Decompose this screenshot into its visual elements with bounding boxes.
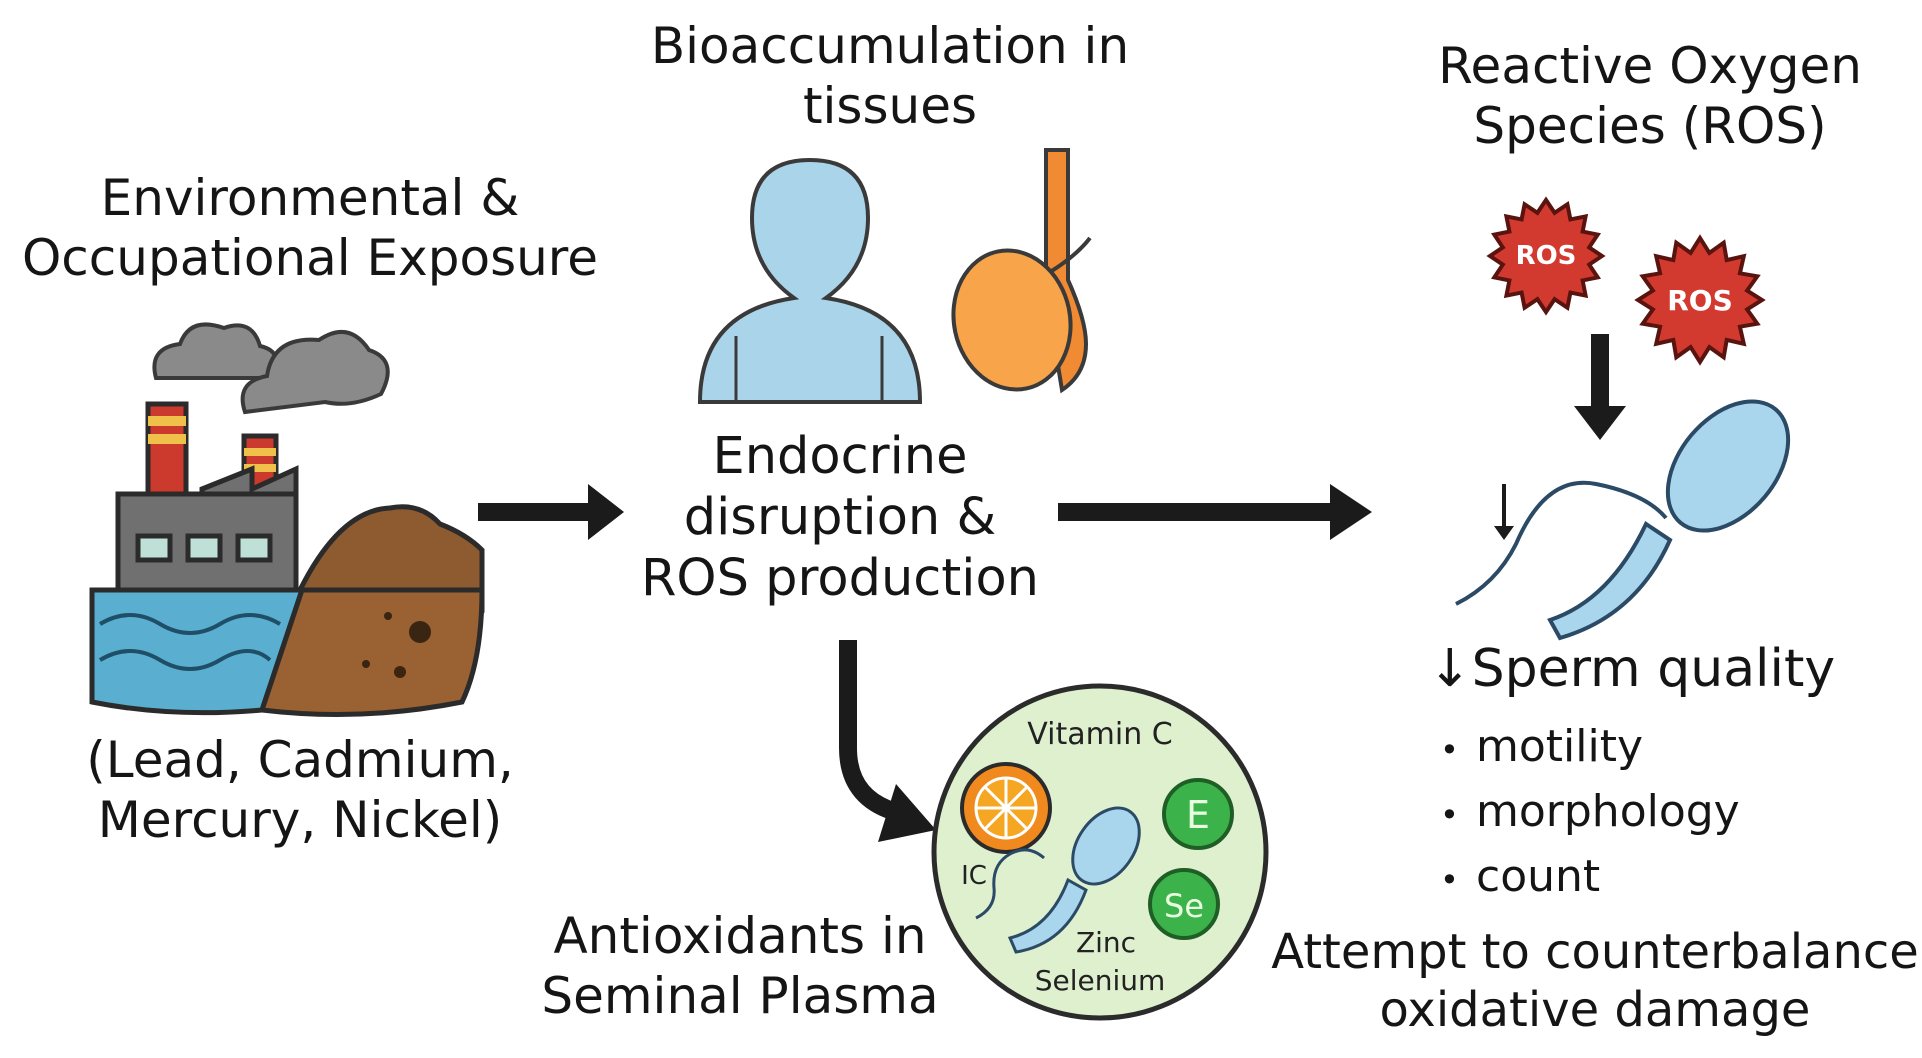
factory-icon (115, 401, 299, 593)
ros-icon: ROS (1634, 234, 1766, 366)
small-sperm-icon (975, 806, 1141, 954)
arrow-endocrine-to-sperm (1058, 484, 1372, 540)
antioxidant-circle: E Se Vitamin C IC Zinc Selenium (931, 683, 1269, 1021)
lbl-e-label: E (1186, 793, 1210, 837)
antioxidants-title: Antioxidants in Seminal Plasma (520, 906, 960, 1026)
lbl-se-label: Se (1164, 887, 1204, 925)
list-item: count (1440, 846, 1740, 911)
bioaccumulation-title-line: tissues (802, 77, 978, 135)
antioxidants-title-line: Antioxidants in (553, 907, 927, 965)
orange-slice-icon (960, 762, 1052, 854)
sperm-quality-heading: ↓Sperm quality (1428, 639, 1836, 699)
exposure-title: Environmental & Occupational Exposure (0, 168, 620, 288)
lbl-ic-label: IC (961, 861, 987, 891)
metals-line: Mercury, Nickel) (97, 791, 503, 849)
lbl-vitc-label: Vitamin C (1027, 717, 1172, 752)
sperm-icon (1455, 399, 1791, 641)
ros-title-line: Reactive Oxygen (1438, 37, 1862, 95)
ros-t2-label: ROS (1667, 284, 1733, 317)
smoke-icon (152, 322, 390, 415)
factory-scene (89, 322, 485, 717)
soil-icon (296, 504, 485, 613)
endocrine-line: Endocrine (712, 427, 968, 486)
counterbalance-line: Attempt to counterbalance (1271, 924, 1919, 980)
bioaccumulation-title: Bioaccumulation in tissues (600, 16, 1180, 136)
list-item: motility (1440, 716, 1740, 781)
counterbalance-line: oxidative damage (1379, 981, 1811, 1038)
endocrine-line: disruption & (683, 488, 997, 548)
selenium-icon: Se (1148, 868, 1220, 940)
exposure-title-line: Environmental & (100, 169, 520, 227)
down-arrow-icon (1494, 484, 1514, 540)
metals-list: (Lead, Cadmium, Mercury, Nickel) (40, 730, 560, 850)
lbl-sel-label: Selenium (1035, 964, 1166, 997)
arrow-ros-to-sperm (1574, 334, 1626, 440)
vitamin-e-icon: E (1162, 778, 1234, 850)
arrow-endocrine-to-antioxidants (839, 640, 936, 842)
arrow-exposure-to-endocrine (478, 484, 624, 540)
sperm-quality-list: motility morphology count (1440, 716, 1740, 911)
ros-title: Reactive Oxygen Species (ROS) (1380, 36, 1920, 156)
human-icon (697, 157, 923, 404)
endocrine-line: ROS production (640, 549, 1039, 609)
endocrine-disruption-label: Endocrine disruption & ROS production (610, 426, 1070, 610)
exposure-title-line: Occupational Exposure (21, 229, 599, 287)
bioaccumulation-title-line: Bioaccumulation in (650, 17, 1130, 75)
counterbalance-note: Attempt to counterbalance oxidative dama… (1270, 924, 1920, 1039)
lbl-zinc-label: Zinc (1076, 926, 1136, 959)
ros-icon: ROS (1486, 196, 1606, 316)
metals-line: (Lead, Cadmium, (86, 731, 514, 789)
antioxidants-title-line: Seminal Plasma (541, 967, 939, 1025)
testis-icon (951, 148, 1092, 394)
ros-title-line: Species (ROS) (1473, 97, 1827, 155)
list-item: morphology (1440, 781, 1740, 846)
ros-t1-label: ROS (1516, 241, 1577, 271)
